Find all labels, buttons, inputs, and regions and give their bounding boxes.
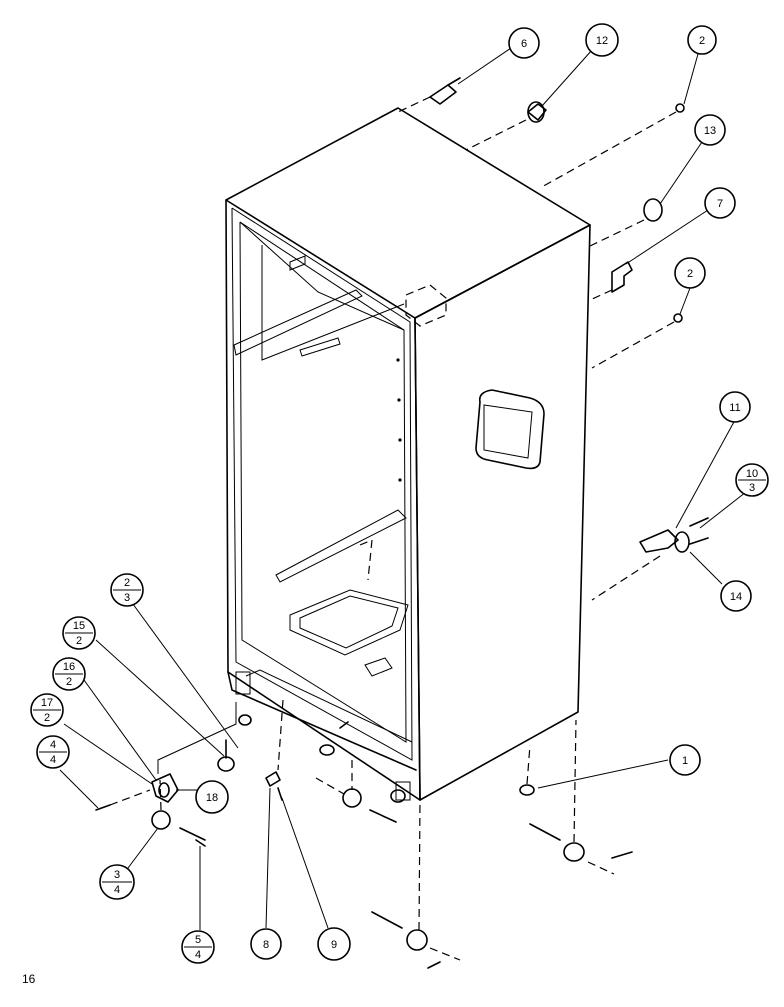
part-11-14-hinge — [591, 517, 709, 601]
parts — [95, 77, 709, 969]
svg-text:4: 4 — [50, 739, 56, 751]
callout-5-4: 5 4 — [181, 930, 215, 964]
callout-2: 2 — [674, 257, 706, 289]
svg-text:10: 10 — [746, 468, 758, 480]
callout-11: 11 — [719, 391, 751, 423]
svg-text:7: 7 — [717, 198, 723, 210]
svg-text:15: 15 — [73, 620, 85, 632]
callout-6: 6 — [508, 27, 540, 59]
callout-8: 8 — [250, 928, 282, 960]
svg-text:16: 16 — [63, 661, 75, 673]
svg-text:12: 12 — [596, 35, 608, 47]
callout-12: 12 — [585, 23, 619, 57]
callout-3-4: 3 4 — [99, 864, 135, 900]
callout-1: 1 — [669, 744, 701, 776]
svg-text:1: 1 — [682, 755, 688, 767]
svg-text:3: 3 — [114, 869, 120, 881]
svg-text:13: 13 — [704, 125, 716, 137]
callout-9: 9 — [317, 927, 351, 961]
svg-text:2: 2 — [699, 35, 705, 47]
svg-text:9: 9 — [331, 939, 337, 951]
svg-text:4: 4 — [114, 884, 120, 896]
part-13-plug — [589, 198, 663, 247]
part-6-plug — [397, 77, 461, 113]
svg-text:2: 2 — [687, 268, 693, 280]
callout-10-3: 10 3 — [735, 463, 769, 497]
part-15-roller — [217, 714, 252, 772]
callout-2-3: 2 3 — [110, 573, 144, 607]
callout-18: 18 — [195, 780, 229, 814]
svg-text:2: 2 — [76, 635, 82, 647]
svg-text:6: 6 — [521, 38, 527, 50]
svg-text:3: 3 — [749, 482, 755, 494]
part-5-screw — [195, 839, 206, 930]
part-16-17-18-hinge-bottom — [151, 702, 237, 803]
svg-text:17: 17 — [41, 697, 53, 709]
callout-15-2: 15 2 — [62, 616, 96, 650]
part-1-leveler — [519, 744, 535, 796]
svg-text:2: 2 — [66, 676, 72, 688]
callout-14: 14 — [720, 580, 752, 612]
part-2-screw-side — [591, 313, 683, 369]
callout-13: 13 — [694, 114, 726, 146]
part-2-screw-top — [539, 103, 685, 189]
callout-7: 7 — [704, 187, 736, 219]
caster-front-bottom — [371, 799, 461, 969]
part-7-bracket — [589, 261, 633, 301]
svg-text:4: 4 — [50, 754, 56, 766]
middle-levelers — [277, 699, 406, 823]
part-4-screw — [95, 789, 151, 811]
callouts: 6 12 2 13 7 2 11 10 3 — [30, 23, 769, 964]
svg-text:14: 14 — [730, 591, 742, 603]
svg-text:3: 3 — [124, 592, 130, 604]
page-number: 16 — [22, 972, 36, 986]
svg-text:4: 4 — [195, 949, 201, 961]
svg-text:5: 5 — [195, 934, 201, 946]
cabinet — [225, 107, 591, 801]
part-12-cap — [465, 101, 547, 151]
svg-text:11: 11 — [729, 402, 740, 414]
svg-text:2: 2 — [44, 712, 50, 724]
part-8-9-clip — [265, 771, 283, 801]
callout-17-2: 17 2 — [30, 693, 64, 727]
caster-left — [151, 779, 206, 841]
svg-text:2: 2 — [124, 577, 130, 589]
svg-text:18: 18 — [206, 792, 218, 804]
callout-2: 2 — [687, 25, 717, 55]
leader-lines — [59, 47, 747, 929]
callout-16-2: 16 2 — [52, 657, 86, 691]
svg-text:8: 8 — [263, 939, 269, 951]
caster-right — [529, 719, 633, 875]
callout-4-4: 4 4 — [36, 735, 70, 769]
